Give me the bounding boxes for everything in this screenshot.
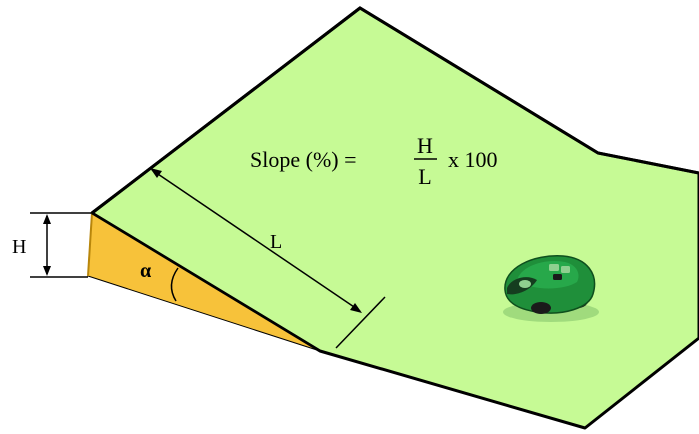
angle-arc: [170, 267, 179, 302]
robotic-lawn-mower-icon: [503, 255, 599, 322]
formula-denominator: L: [418, 164, 431, 189]
height-dimension: [30, 212, 92, 278]
height-label: H: [12, 236, 26, 258]
slope-formula: Slope (%) = H L x 100: [250, 133, 498, 189]
slope-line: [91, 211, 321, 353]
ridge-line: [91, 6, 699, 215]
angle-label: α: [140, 260, 151, 282]
wedge-back-edge: [87, 212, 93, 277]
formula-numerator: H: [417, 133, 433, 158]
length-label: L: [270, 231, 282, 253]
length-dimension: [150, 168, 386, 349]
formula-lhs: Slope (%) =: [250, 147, 357, 172]
lawn-plane: [90, 6, 699, 430]
formula-rhs: x 100: [448, 147, 498, 172]
